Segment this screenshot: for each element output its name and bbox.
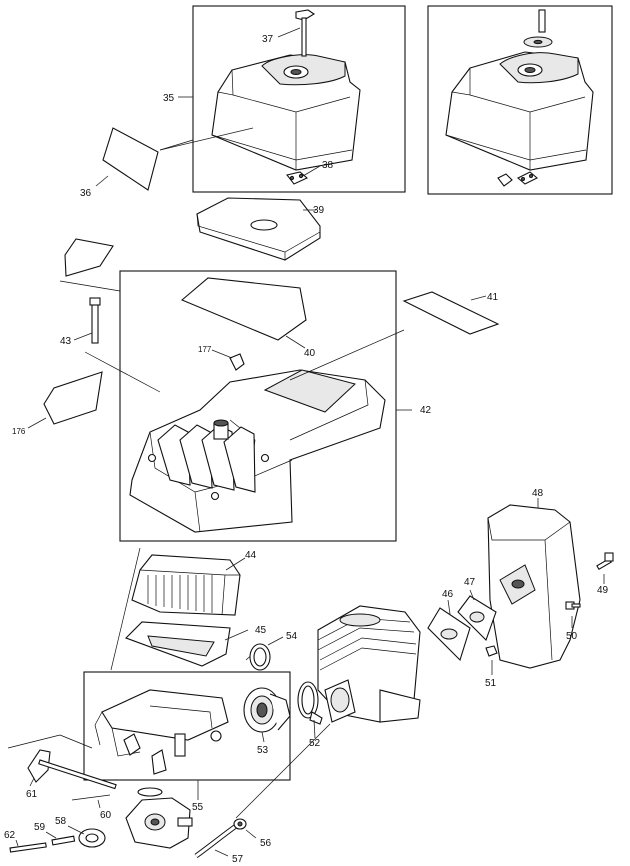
callout-43: 43 xyxy=(60,336,72,347)
callout-57: 57 xyxy=(232,854,244,865)
callout-44: 44 xyxy=(245,550,257,561)
callout-177: 177 xyxy=(198,345,212,354)
knob-part-37 xyxy=(295,9,316,57)
callout-176: 176 xyxy=(12,427,26,436)
callout-45: 45 xyxy=(255,625,267,636)
carb-bracket-box xyxy=(83,671,291,781)
callout-labels: 37 35 36 38 39 41 43 40 177 42 176 48 44… xyxy=(4,34,609,865)
callout-60: 60 xyxy=(100,810,112,821)
gasket-part-40 xyxy=(180,277,307,349)
callout-54: 54 xyxy=(286,631,298,642)
callout-62: 62 xyxy=(4,830,16,841)
callout-51: 51 xyxy=(485,678,497,689)
callout-47: 47 xyxy=(464,577,476,588)
filter-part-39 xyxy=(196,197,321,261)
pin-part-59 xyxy=(45,831,76,846)
seal-part-45 xyxy=(125,621,249,667)
cooling-fins xyxy=(157,424,256,493)
callout-36: 36 xyxy=(80,188,92,199)
filter-element-part-44 xyxy=(131,554,246,616)
cover-assembly-box xyxy=(159,5,406,193)
gasket-part-41 xyxy=(402,291,500,335)
callout-59: 59 xyxy=(34,822,46,833)
callout-53: 53 xyxy=(257,745,269,756)
callout-40: 40 xyxy=(304,348,316,359)
ring-part-54 xyxy=(249,636,284,671)
gasket-part-46 xyxy=(427,599,471,662)
housing-assembly-box xyxy=(119,270,397,542)
intake-part-53 xyxy=(243,687,291,743)
cylinder xyxy=(317,605,421,723)
gasket-part-176 xyxy=(27,371,103,429)
clip-part-38 xyxy=(286,171,309,185)
callout-61: 61 xyxy=(26,789,38,800)
nut-part-51 xyxy=(485,645,498,675)
bolt-part-50 xyxy=(565,601,581,628)
callout-46: 46 xyxy=(442,589,454,600)
carburetor xyxy=(125,787,193,849)
clamp-part-52 xyxy=(297,681,323,739)
callout-50: 50 xyxy=(566,631,578,642)
alt-cover-box xyxy=(427,5,613,195)
callout-41: 41 xyxy=(487,292,499,303)
bolt-part-49 xyxy=(596,552,614,584)
callout-58: 58 xyxy=(55,816,67,827)
bolt-part-43 xyxy=(73,297,101,344)
callout-38: 38 xyxy=(322,160,334,171)
screw-part-62 xyxy=(9,839,47,853)
callout-35: 35 xyxy=(163,93,175,104)
callout-37: 37 xyxy=(262,34,274,45)
gasket-part-36 xyxy=(95,127,159,191)
callout-49: 49 xyxy=(597,585,609,596)
callout-39: 39 xyxy=(313,205,325,216)
callout-55: 55 xyxy=(192,802,204,813)
gasket-part-58 xyxy=(67,825,106,848)
plate-part-47 xyxy=(457,589,497,642)
lever-part-61 xyxy=(27,749,117,790)
callout-56: 56 xyxy=(260,838,272,849)
plug-part-177 xyxy=(211,349,245,371)
callout-52: 52 xyxy=(309,738,321,749)
callout-48: 48 xyxy=(532,488,544,499)
muffler-part-48 xyxy=(487,498,581,669)
callout-42: 42 xyxy=(420,405,432,416)
nut-part-56 xyxy=(233,818,257,839)
hose-part-57 xyxy=(194,823,238,859)
